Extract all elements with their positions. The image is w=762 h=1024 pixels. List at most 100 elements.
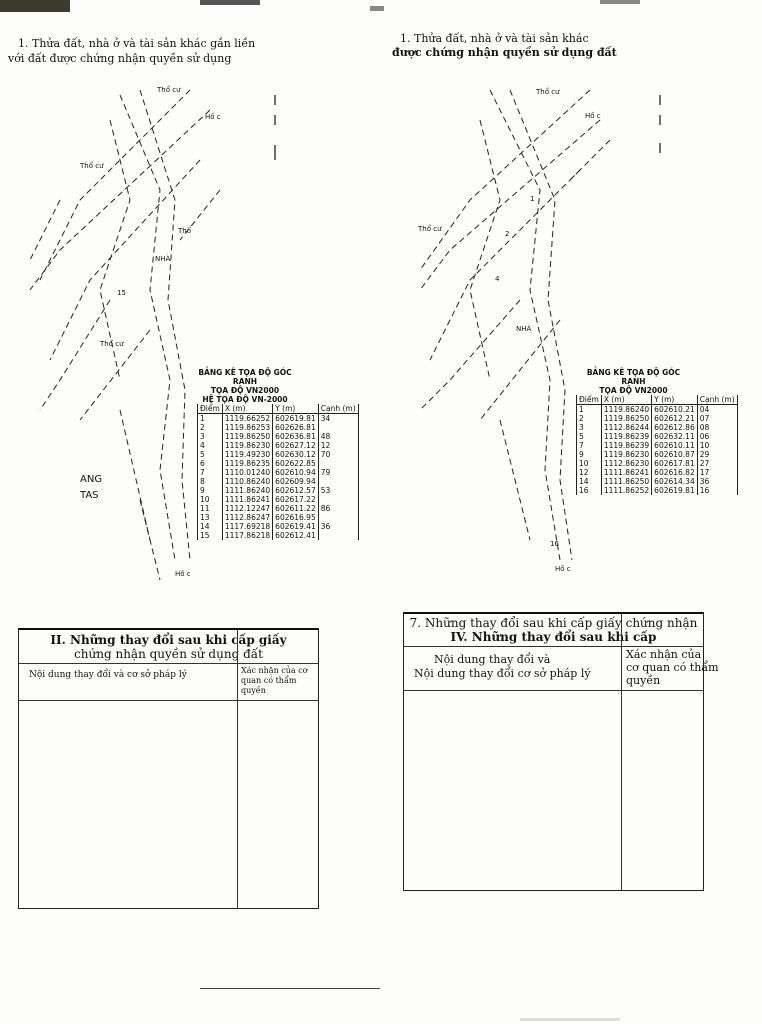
table-cell: 602612.86 (651, 423, 698, 432)
table-cell: 602610.21 (651, 404, 698, 414)
box-title: II. Những thay đổi sau khi cấp giấy (50, 633, 287, 647)
table-cell: 602619.41 (272, 522, 319, 531)
table-cell: 1119.86230 (600, 450, 653, 459)
table-cell: 602622.85 (272, 459, 319, 468)
col-header: X (m) (600, 395, 653, 405)
table-title: TỌA ĐỘ VN2000 (210, 386, 280, 395)
box-subtitle: chứng nhận quyền sử dụng đất (74, 647, 263, 661)
table-cell: 1111.86250 (600, 477, 653, 486)
col-header: Y (m) (272, 404, 319, 414)
table-title: TỌA ĐỘ VN2000 (599, 386, 668, 395)
table-cell: 10 (696, 441, 738, 450)
table-cell: 602627.12 (272, 441, 319, 450)
table-cell: 1111.86252 (600, 486, 653, 495)
table-cell: 602610.94 (272, 468, 319, 477)
sketch-label: Thổ (178, 227, 191, 235)
sketch-label: Hồ c (175, 570, 191, 578)
table-cell: 12 (576, 468, 602, 477)
left-parcel-sketch (29, 89, 661, 581)
table-cell: 602619.81 (651, 486, 698, 495)
col-header-confirm: Xác nhận của cơ quan có thẩm quyền (241, 666, 308, 695)
table-cell: 10 (197, 495, 223, 504)
right-header-line1: 1. Thửa đất, nhà ở và tài sản khác (400, 32, 589, 45)
table-cell: 70 (317, 450, 359, 459)
scan-artifact-line (200, 988, 380, 989)
sketch-label: Hồ c (205, 113, 221, 121)
table-cell: 86 (317, 504, 359, 513)
table-cell: 1111.86241 (600, 468, 653, 477)
table-cell: 13 (197, 513, 223, 522)
table-cell: 602612.57 (272, 486, 319, 495)
sketch-label: Thổ cư (157, 86, 181, 94)
table-cell: 12 (317, 441, 359, 450)
sketch-label: 2 (505, 230, 510, 238)
sketch-label: Thổ cư (80, 162, 104, 170)
table-cell: 4 (197, 441, 223, 450)
table-cell: 602632.11 (651, 432, 698, 441)
table-cell: 602617.81 (651, 459, 698, 468)
sketch-label: 1 (530, 195, 535, 203)
table-cell: 2 (197, 423, 223, 432)
table-cell: 36 (696, 477, 738, 486)
col-header-confirm-2: cơ quan có thẩm (626, 661, 719, 674)
table-cell: 1112.86230 (600, 459, 653, 468)
table-cell: 34 (317, 413, 359, 423)
table-cell: 5 (197, 450, 223, 459)
sketch-label: NHÀ (516, 325, 532, 333)
table-cell: 14 (197, 522, 223, 531)
table-title: HỆ TỌA ĐỘ VN-2000 (202, 395, 288, 404)
col-header: Điểm (197, 404, 223, 414)
table-cell (317, 477, 359, 486)
table-cell: 602619.81 (272, 413, 319, 423)
sketch-label: Hồ c (585, 112, 601, 120)
table-cell: 602612.41 (272, 531, 319, 540)
scan-edge-strip (0, 0, 640, 12)
table-cell: 6 (197, 459, 223, 468)
table-cell: 07 (696, 414, 738, 423)
table-cell: 602611.22 (272, 504, 319, 513)
scan-artifact-line (520, 1018, 620, 1021)
table-cell (317, 459, 359, 468)
right-coordinate-table: BẢNG KÊ TỌA ĐỘ GÓC RANH TỌA ĐỘ VN2000 Đi… (576, 368, 738, 495)
sketch-label: TAS (80, 490, 99, 501)
table-cell: 5 (576, 432, 602, 441)
table-cell: 1119.86235 (221, 459, 274, 468)
table-cell: 7 (197, 468, 223, 477)
table-cell: 602612.21 (651, 414, 698, 423)
table-cell: 1111.86240 (221, 486, 274, 495)
sketch-label: ANG (80, 474, 103, 485)
table-cell: 36 (317, 522, 359, 531)
col-header-content: Nội dung thay đổi và cơ sở pháp lý (29, 670, 187, 680)
table-cell: 48 (317, 432, 359, 441)
sketch-label: 4 (495, 275, 500, 283)
table-cell: 14 (576, 477, 602, 486)
table-cell: 602617.22 (272, 495, 319, 504)
sketch-label: 16 (550, 540, 559, 548)
table-cell: 1112.12247 (221, 504, 274, 513)
table-cell: 04 (696, 404, 738, 414)
table-cell: 602614.34 (651, 477, 698, 486)
table-cell: 79 (317, 468, 359, 477)
table-cell: 1112.86247 (221, 513, 274, 522)
table-cell: 3 (576, 423, 602, 432)
table-cell: 9 (197, 486, 223, 495)
table-cell: 1119.86253 (221, 423, 274, 432)
table-cell: 1117.86218 (221, 531, 274, 540)
table-cell: 1119.86239 (600, 441, 653, 450)
table-cell: 2 (576, 414, 602, 423)
